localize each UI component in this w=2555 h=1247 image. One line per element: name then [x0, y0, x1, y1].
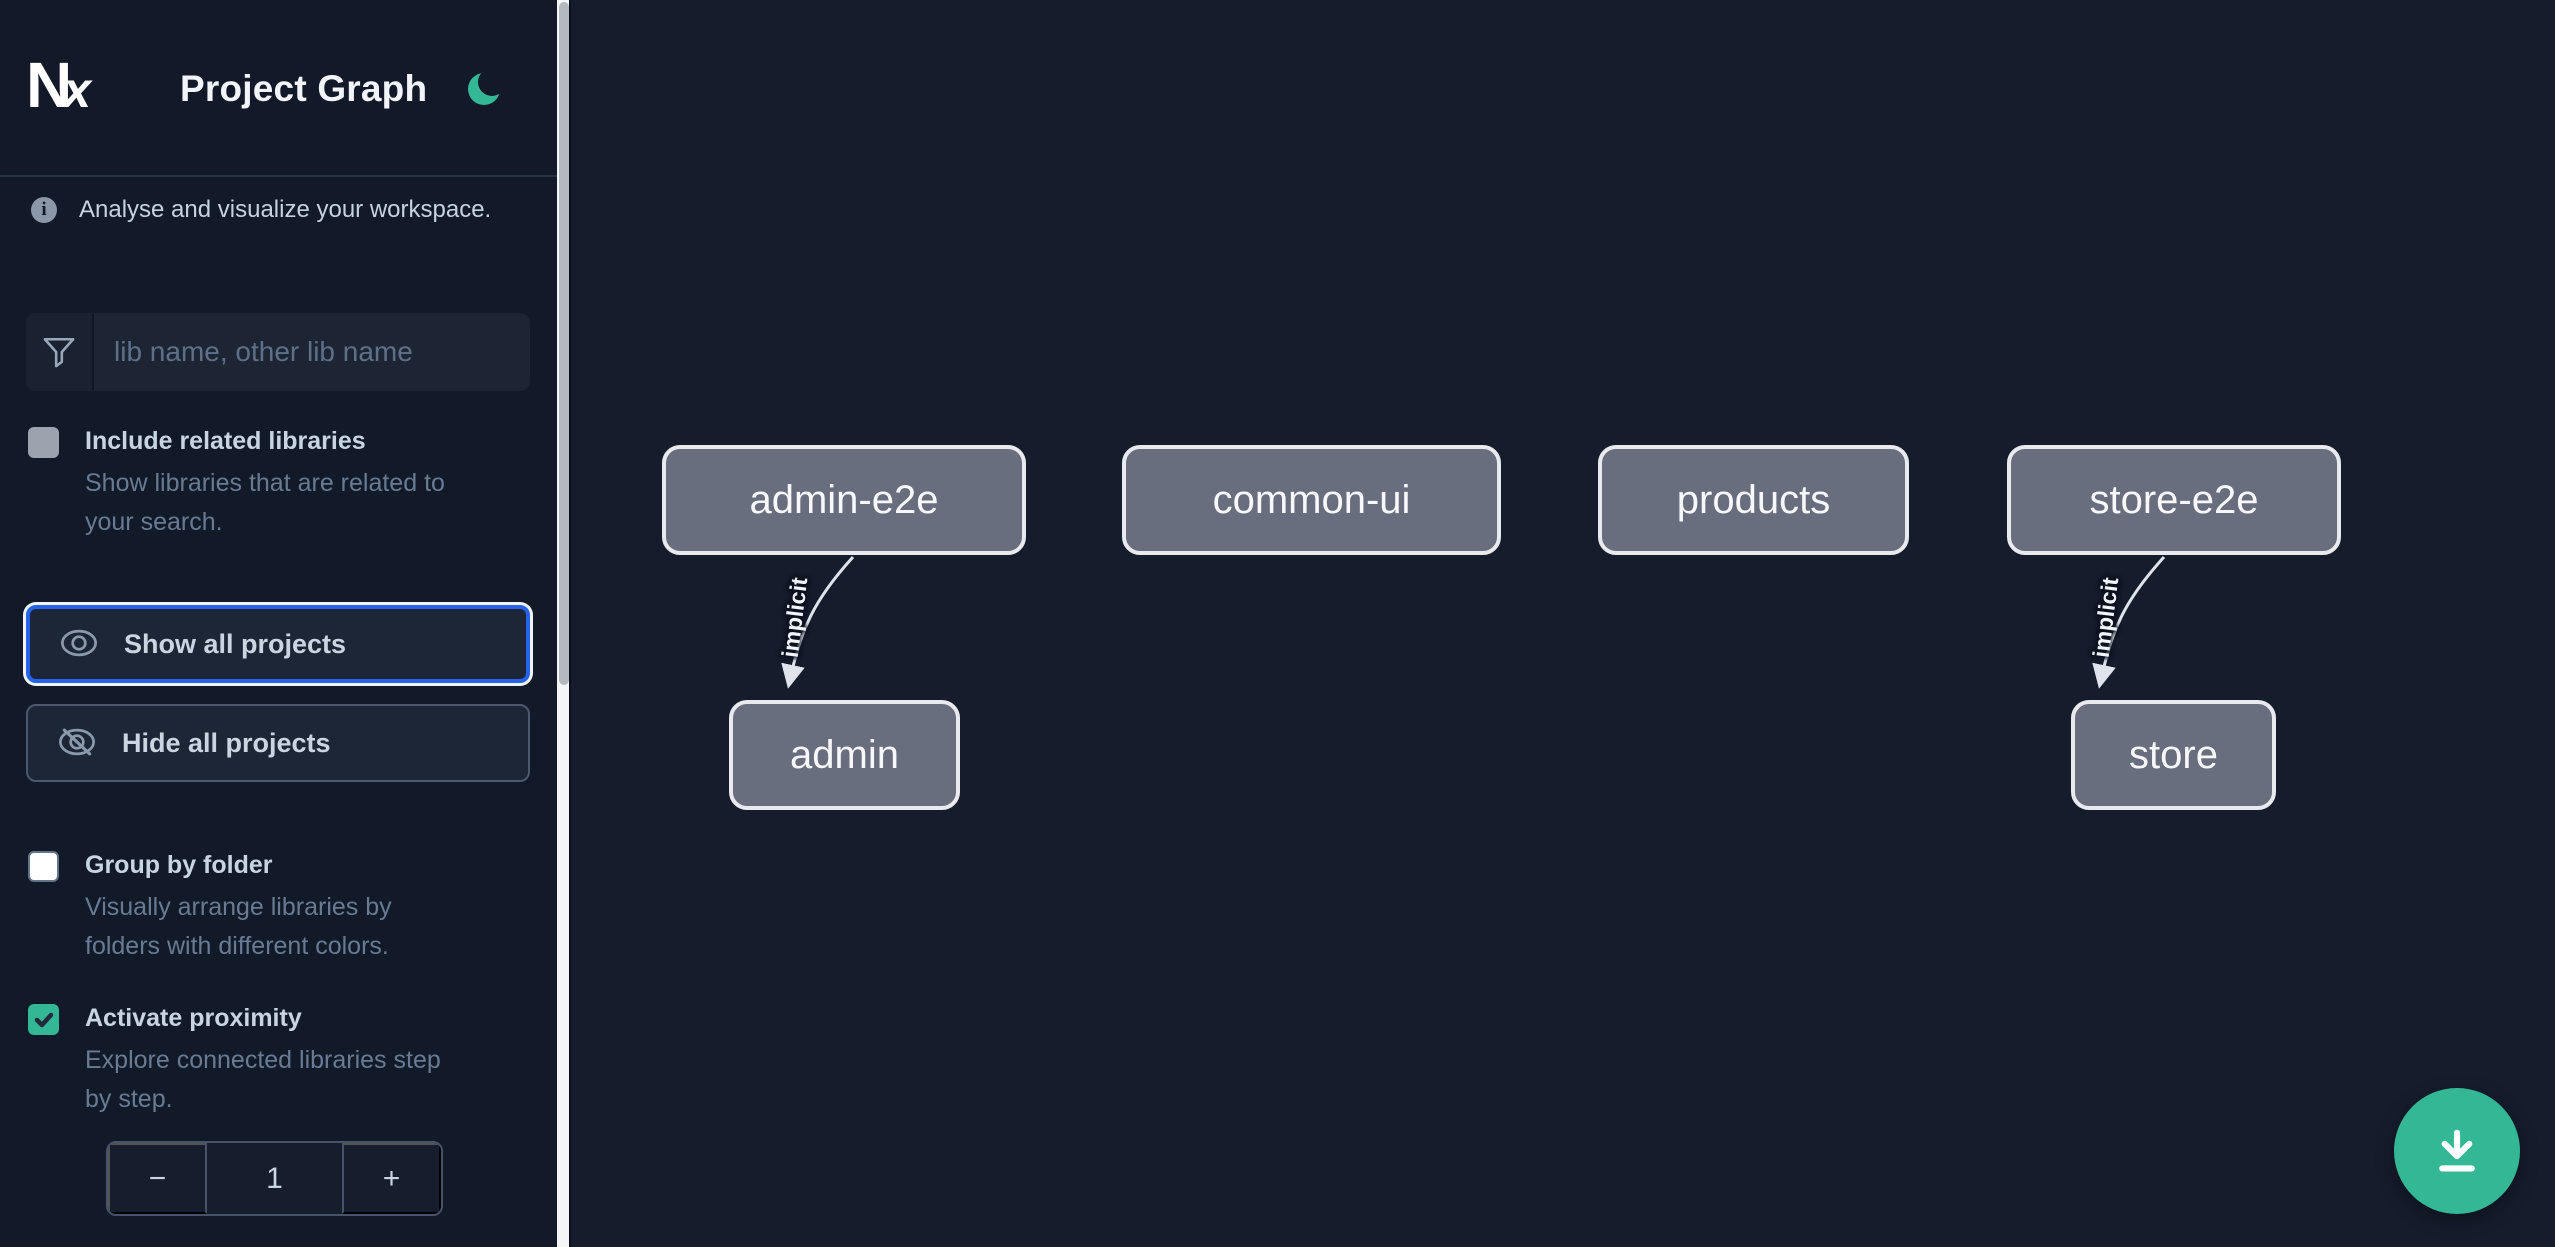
checkbox-include-related[interactable] [28, 427, 59, 458]
show-all-projects-label: Show all projects [124, 628, 347, 659]
sidebar-scrollbar-thumb[interactable] [559, 2, 569, 685]
proximity-stepper: − 1 + [106, 1141, 443, 1216]
activate-proximity-setting: Activate proximity Explore connected lib… [26, 1002, 530, 1119]
filter-input[interactable] [94, 313, 530, 391]
graph-canvas[interactable]: implicit implicit admin-e2e common-ui pr… [571, 0, 2555, 1247]
graph-node-admin-e2e[interactable]: admin-e2e [662, 445, 1026, 555]
sidebar-scrollbar-track [557, 0, 571, 1247]
graph-node-products[interactable]: products [1598, 445, 1909, 555]
edge-store-e2e-store [2092, 555, 2166, 689]
sidebar: N x Project Graph i Analyse and visualiz… [0, 0, 557, 1247]
hide-all-projects-button[interactable]: Hide all projects [26, 704, 530, 782]
funnel-icon [26, 313, 94, 391]
include-related-description: Show libraries that are related to your … [85, 469, 445, 536]
eye-slash-icon [58, 727, 96, 760]
theme-toggle-button[interactable] [460, 62, 512, 114]
show-all-projects-button[interactable]: Show all projects [26, 605, 530, 683]
proximity-increment-button[interactable]: + [342, 1143, 441, 1214]
page-title: Project Graph [180, 67, 428, 109]
info-icon: i [31, 197, 57, 223]
sidebar-header: N x Project Graph [0, 0, 557, 177]
nx-logo: N x [26, 50, 91, 120]
graph-node-admin[interactable]: admin [729, 700, 960, 810]
hide-all-projects-label: Hide all projects [122, 727, 331, 758]
workspace-info-text: Analyse and visualize your workspace. [79, 196, 492, 223]
proximity-decrement-button[interactable]: − [108, 1143, 207, 1214]
proximity-value[interactable]: 1 [207, 1143, 342, 1214]
workspace-info: i Analyse and visualize your workspace. [31, 196, 491, 224]
download-icon [2430, 1123, 2484, 1180]
edge-admin-e2e-admin [781, 555, 855, 689]
checkbox-activate-proximity[interactable] [28, 1004, 59, 1035]
include-related-label: Include related libraries [85, 427, 366, 455]
eye-icon [60, 628, 98, 661]
graph-node-common-ui[interactable]: common-ui [1122, 445, 1501, 555]
include-related-setting: Include related libraries Show libraries… [26, 425, 530, 542]
nx-logo-n: N [26, 49, 72, 121]
checkbox-group-by-folder[interactable] [28, 851, 59, 882]
nx-logo-x: x [63, 62, 92, 118]
group-by-folder-label: Group by folder [85, 851, 273, 879]
download-graph-button[interactable] [2394, 1088, 2520, 1214]
group-by-folder-description: Visually arrange libraries by folders wi… [85, 893, 392, 960]
moon-icon [464, 67, 508, 112]
activate-proximity-label: Activate proximity [85, 1004, 302, 1032]
graph-node-store-e2e[interactable]: store-e2e [2007, 445, 2341, 555]
activate-proximity-description: Explore connected libraries step by step… [85, 1046, 441, 1113]
graph-node-store[interactable]: store [2071, 700, 2276, 810]
group-by-folder-setting: Group by folder Visually arrange librari… [26, 849, 530, 966]
graph-edges [781, 555, 2166, 689]
filter-input-group [26, 313, 530, 391]
